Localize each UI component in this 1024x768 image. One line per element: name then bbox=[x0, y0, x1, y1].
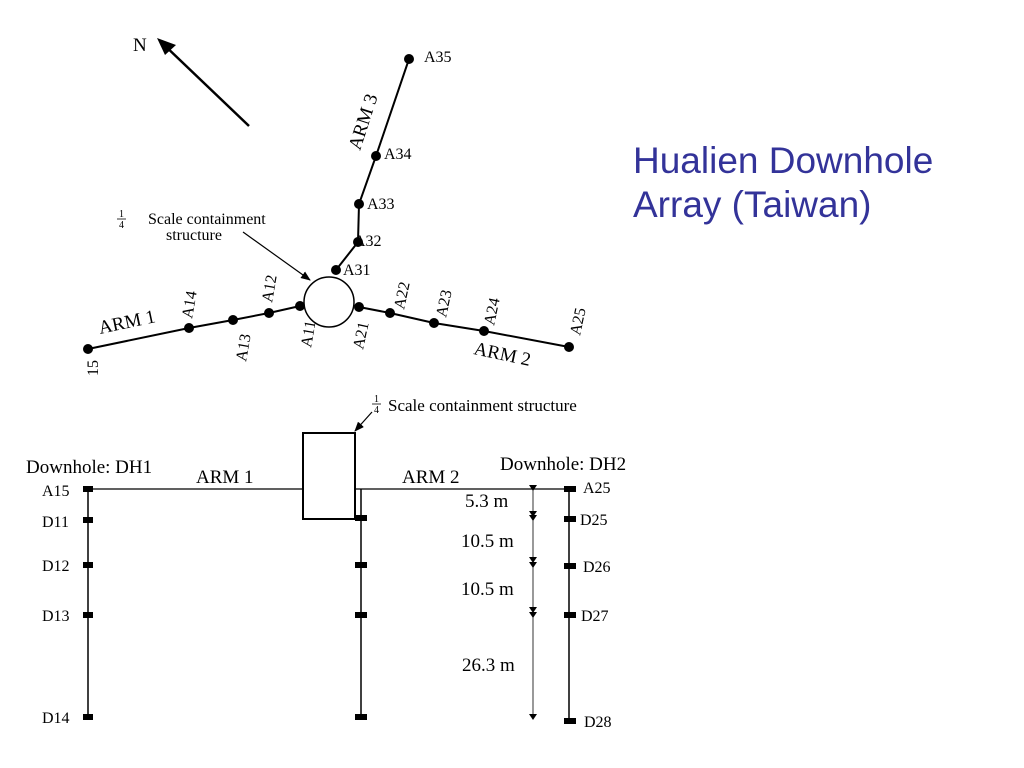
station-dot bbox=[264, 308, 274, 318]
depth-interval-1: 5.3 m bbox=[465, 491, 509, 512]
section-view: 1 4 Scale containment structure Downhole… bbox=[26, 394, 626, 731]
structure-callout-line-1: Scale containment bbox=[148, 211, 266, 228]
sensor-label-d28: D28 bbox=[584, 714, 612, 731]
section-fraction-den: 4 bbox=[374, 405, 379, 416]
station-label-a21: A21 bbox=[350, 320, 372, 350]
sensor-marker bbox=[355, 612, 367, 618]
structure-callout-label-2: structure bbox=[166, 227, 222, 244]
sensor-label-d26: D26 bbox=[583, 559, 611, 576]
station-dot bbox=[331, 265, 341, 275]
station-label-a31: A31 bbox=[343, 262, 371, 279]
station-label-15: 15 bbox=[85, 360, 102, 376]
arm-1-label: ARM 1 bbox=[97, 306, 158, 339]
dh2-label: Downhole: DH2 bbox=[500, 454, 626, 475]
depth-interval-3: 10.5 m bbox=[461, 579, 514, 600]
slide-title: Hualien Downhole Array (Taiwan) bbox=[633, 139, 1013, 227]
north-arrow-head-icon bbox=[157, 38, 176, 55]
station-dot bbox=[228, 315, 238, 325]
containment-structure-box bbox=[302, 432, 356, 520]
section-arm-1-label: ARM 1 bbox=[196, 467, 254, 488]
sensor-label-d11: D11 bbox=[42, 514, 69, 531]
station-dots bbox=[83, 54, 574, 354]
sensor-marker bbox=[564, 718, 576, 724]
sensor-marker bbox=[83, 714, 93, 720]
station-dot bbox=[83, 344, 93, 354]
depth-interval-2: 10.5 m bbox=[461, 531, 514, 552]
sensor-marker bbox=[355, 562, 367, 568]
sensor-marker bbox=[83, 486, 93, 492]
station-label-a25: A25 bbox=[567, 306, 589, 336]
sensor-marker bbox=[83, 612, 93, 618]
sensor-label-d25: D25 bbox=[580, 512, 608, 529]
arm-2-label: ARM 2 bbox=[472, 338, 533, 371]
station-label-a13: A13 bbox=[233, 333, 255, 363]
sensor-label-d13: D13 bbox=[42, 608, 70, 625]
containment-structure-circle bbox=[303, 276, 355, 328]
section-fraction-num: 1 bbox=[374, 394, 379, 405]
north-arrow-icon bbox=[159, 40, 250, 127]
plan-view: N ARM 1 ARM 2 ARM 3 bbox=[83, 35, 590, 376]
station-dot bbox=[564, 342, 574, 352]
sensor-label-d14: D14 bbox=[42, 710, 70, 727]
sensor-marker bbox=[564, 563, 576, 569]
section-structure-label: Scale containment structure bbox=[388, 396, 577, 415]
station-dot bbox=[184, 323, 194, 333]
section-arm-2-label: ARM 2 bbox=[402, 467, 460, 488]
sensor-marker bbox=[83, 517, 93, 523]
station-label-a32: A32 bbox=[354, 233, 382, 250]
sensor-label-d12: D12 bbox=[42, 558, 70, 575]
sensor-marker bbox=[564, 486, 576, 492]
sensor-label-a25: A25 bbox=[583, 480, 611, 497]
station-label-a34: A34 bbox=[384, 146, 412, 163]
sensor-marker bbox=[564, 516, 576, 522]
sensor-marker bbox=[355, 714, 367, 720]
station-label-a12: A12 bbox=[259, 274, 281, 304]
station-dot bbox=[354, 302, 364, 312]
section-structure-callout-arrow-icon bbox=[354, 411, 373, 432]
structure-fraction-den: 4 bbox=[119, 220, 124, 231]
station-label-a11: A11 bbox=[298, 319, 319, 349]
sensor-marker bbox=[83, 562, 93, 568]
structure-fraction-num: 1 bbox=[119, 209, 124, 220]
station-label-a14: A14 bbox=[179, 290, 201, 320]
station-dot bbox=[404, 54, 414, 64]
slide-title-line-2: Array (Taiwan) bbox=[633, 184, 872, 225]
structure-callout-label: Scale containment bbox=[148, 211, 266, 228]
station-label-a33: A33 bbox=[367, 196, 395, 213]
station-dot bbox=[479, 326, 489, 336]
station-label-a23: A23 bbox=[433, 288, 455, 318]
dh1-label: Downhole: DH1 bbox=[26, 457, 152, 478]
station-dot bbox=[371, 151, 381, 161]
sensor-marker bbox=[564, 612, 576, 618]
station-dot bbox=[295, 301, 305, 311]
station-dot bbox=[353, 237, 363, 247]
structure-callout-arrow-icon bbox=[242, 231, 311, 281]
station-label-a24: A24 bbox=[481, 296, 503, 326]
station-dot bbox=[429, 318, 439, 328]
station-label-a35: A35 bbox=[424, 49, 452, 66]
north-label: N bbox=[133, 35, 147, 56]
station-dot bbox=[385, 308, 395, 318]
arm-3-label: ARM 3 bbox=[345, 91, 383, 152]
station-label-a22: A22 bbox=[391, 280, 413, 310]
sensor-label-a15: A15 bbox=[42, 483, 70, 500]
depth-interval-4: 26.3 m bbox=[462, 655, 515, 676]
station-dot bbox=[354, 199, 364, 209]
sensor-label-d27: D27 bbox=[581, 608, 609, 625]
sensor-markers bbox=[83, 486, 576, 724]
slide-title-line-1: Hualien Downhole bbox=[633, 140, 934, 181]
sensor-marker bbox=[355, 515, 367, 521]
